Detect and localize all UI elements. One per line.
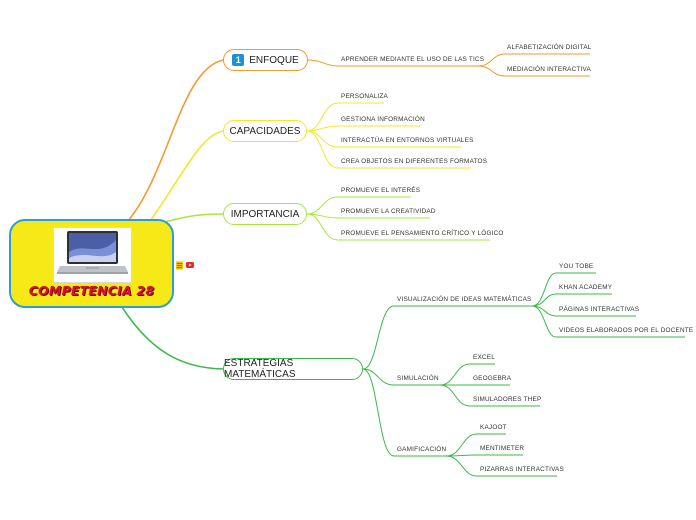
root-title: COMPETENCIA 28 bbox=[28, 283, 155, 298]
subtopic-alfabetizacion-digital[interactable]: ALFABETIZACIÓN DIGITAL bbox=[507, 44, 592, 51]
subtopic-personaliza[interactable]: PERSONALIZA bbox=[341, 93, 388, 100]
subtopic-gestiona-informacion[interactable]: GESTIONA INFORMACIÓN bbox=[341, 116, 425, 123]
subtopic-aprender-tics[interactable]: APRENDER MEDIANTE EL USO DE LAS TICS bbox=[341, 56, 485, 63]
subtopic-mediacion-interactiva[interactable]: MEDIACIÓN INTERACTIVA bbox=[507, 66, 591, 73]
topic-enfoque[interactable]: 1 ENFOQUE bbox=[223, 49, 308, 71]
subtopic-crea-objetos[interactable]: CREA OBJETOS EN DIFERENTES FORMATOS bbox=[341, 158, 488, 165]
youtube-icon[interactable] bbox=[186, 262, 194, 268]
topic-importancia-label: IMPORTANCIA bbox=[230, 208, 300, 220]
subtopic-geogebra[interactable]: GEOGEBRA bbox=[473, 375, 512, 382]
subtopic-paginas-interactivas[interactable]: PÁGINAS INTERACTIVAS bbox=[559, 306, 640, 313]
subtopic-kajoot[interactable]: KAJOOT bbox=[480, 424, 507, 431]
subtopic-interactua-entornos[interactable]: INTERACTÚA EN ENTORNOS VIRTUALES bbox=[341, 137, 474, 144]
topic-estrategias-label: ESTRATEGIAS MATEMÁTICAS bbox=[224, 358, 296, 380]
topic-importancia[interactable]: IMPORTANCIA bbox=[223, 203, 307, 225]
subtopic-you-tobe[interactable]: YOU TOBE bbox=[559, 263, 594, 270]
root-node[interactable]: COMPETENCIA 28 bbox=[9, 219, 174, 308]
subtopic-pizarras-interactivas[interactable]: PIZARRAS INTERACTIVAS bbox=[480, 466, 564, 473]
subtopic-gamificacion[interactable]: GAMIFICACIÓN bbox=[397, 446, 447, 453]
subtopic-videos-docente[interactable]: VIDEOS ELABORADOS POR EL DOCENTE bbox=[559, 327, 694, 334]
subtopic-visualizacion[interactable]: VISUALIZACIÓN DE IDEAS MATEMÁTICAS bbox=[397, 296, 532, 303]
topic-capacidades-label: CAPACIDADES bbox=[229, 125, 301, 137]
subtopic-excel[interactable]: EXCEL bbox=[473, 354, 495, 361]
laptop-image bbox=[53, 227, 132, 283]
subtopic-khan-academy[interactable]: KHAN ACADEMY bbox=[559, 284, 613, 291]
subtopic-mentimeter[interactable]: MENTIMETER bbox=[480, 445, 525, 452]
root-icons bbox=[176, 257, 196, 275]
subtopic-promueve-interes[interactable]: PROMUEVE EL INTERÉS bbox=[341, 187, 421, 194]
subtopic-promueve-creatividad[interactable]: PROMUEVE LA CREATIVIDAD bbox=[341, 208, 436, 215]
priority-1-icon: 1 bbox=[232, 54, 245, 66]
notes-icon[interactable] bbox=[176, 261, 183, 270]
topic-enfoque-label: ENFOQUE bbox=[249, 54, 299, 66]
subtopic-simulacion[interactable]: SIMULACIÓN bbox=[397, 375, 439, 382]
topic-capacidades[interactable]: CAPACIDADES bbox=[223, 120, 307, 142]
topic-estrategias[interactable]: ESTRATEGIAS MATEMÁTICAS bbox=[223, 358, 363, 380]
subtopic-promueve-pensamiento[interactable]: PROMUEVE EL PENSAMIENTO CRÍTICO Y LÓGICO bbox=[341, 230, 504, 237]
subtopic-simuladores-thep[interactable]: SIMULADORES THEP bbox=[473, 396, 542, 403]
